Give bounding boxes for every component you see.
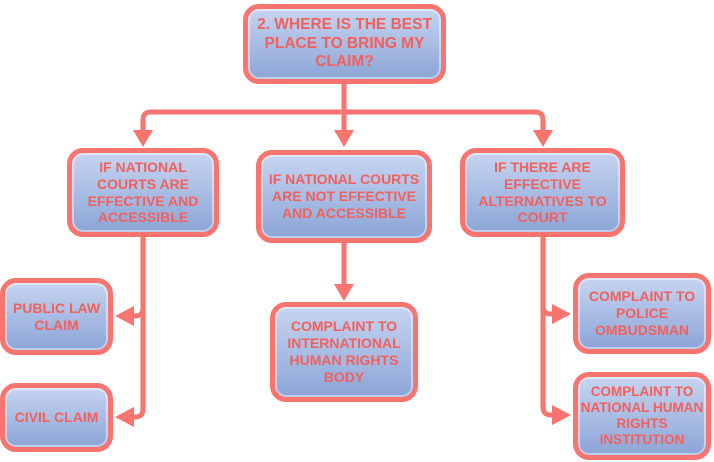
- node-police-ombudsman-label: COMPLAINT TO POLICE OMBUDSMAN: [588, 288, 696, 338]
- node-intl-body: COMPLAINT TO INTERNATIONAL HUMAN RIGHTS …: [270, 302, 418, 402]
- node-alternatives: IF THERE ARE EFFECTIVE ALTERNATIVES TO C…: [460, 148, 625, 237]
- arrow-right-icon: [552, 304, 571, 324]
- edge-root-to-courts-not-effective: [334, 84, 354, 147]
- edge-line: [540, 305, 553, 317]
- arrow-down-icon: [334, 284, 354, 301]
- node-intl-body-label: COMPLAINT TO INTERNATIONAL HUMAN RIGHTS …: [287, 318, 401, 385]
- node-civil-claim-label: CIVIL CLAIM: [14, 409, 99, 426]
- arrow-down-icon: [533, 130, 553, 147]
- node-courts-effective: IF NATIONAL COURTS ARE EFFECTIVE AND ACC…: [67, 148, 219, 237]
- node-public-law-claim-label: PUBLIC LAW CLAIM: [12, 299, 101, 333]
- node-courts-not-effective-label: IF NATIONAL COURTS ARE NOT EFFECTIVE AND…: [268, 171, 420, 221]
- edge-courts-not-effective-to-intl-body: [334, 243, 354, 301]
- arrow-right-icon: [552, 405, 571, 425]
- arrow-down-icon: [133, 130, 153, 147]
- node-courts-not-effective: IF NATIONAL COURTS ARE NOT EFFECTIVE AND…: [256, 150, 432, 243]
- arrow-down-icon: [334, 130, 354, 147]
- node-civil-claim: CIVIL CLAIM: [0, 383, 113, 452]
- edge-line: [140, 109, 546, 132]
- edge-alternatives-to-complaints: [540, 237, 571, 425]
- node-courts-effective-label: IF NATIONAL COURTS ARE EFFECTIVE AND ACC…: [87, 158, 199, 226]
- edge-root-to-branches-bar: [133, 109, 553, 147]
- edge-line: [133, 237, 146, 420]
- edge-line: [133, 307, 146, 319]
- arrow-left-icon: [115, 306, 134, 326]
- node-public-law-claim: PUBLIC LAW CLAIM: [0, 278, 113, 355]
- edge-courts-effective-to-claims: [115, 237, 146, 427]
- node-root-label: 2. WHERE IS THE BEST PLACE TO BRING MY C…: [257, 16, 432, 71]
- node-alternatives-label: IF THERE ARE EFFECTIVE ALTERNATIVES TO C…: [478, 158, 607, 226]
- arrow-left-icon: [115, 407, 134, 427]
- node-police-ombudsman: COMPLAINT TO POLICE OMBUDSMAN: [573, 273, 711, 354]
- node-root: 2. WHERE IS THE BEST PLACE TO BRING MY C…: [243, 4, 446, 84]
- node-nhri: COMPLAINT TO NATIONAL HUMAN RIGHTS INSTI…: [573, 372, 711, 460]
- node-nhri-label: COMPLAINT TO NATIONAL HUMAN RIGHTS INSTI…: [580, 383, 704, 448]
- edge-line: [540, 237, 553, 418]
